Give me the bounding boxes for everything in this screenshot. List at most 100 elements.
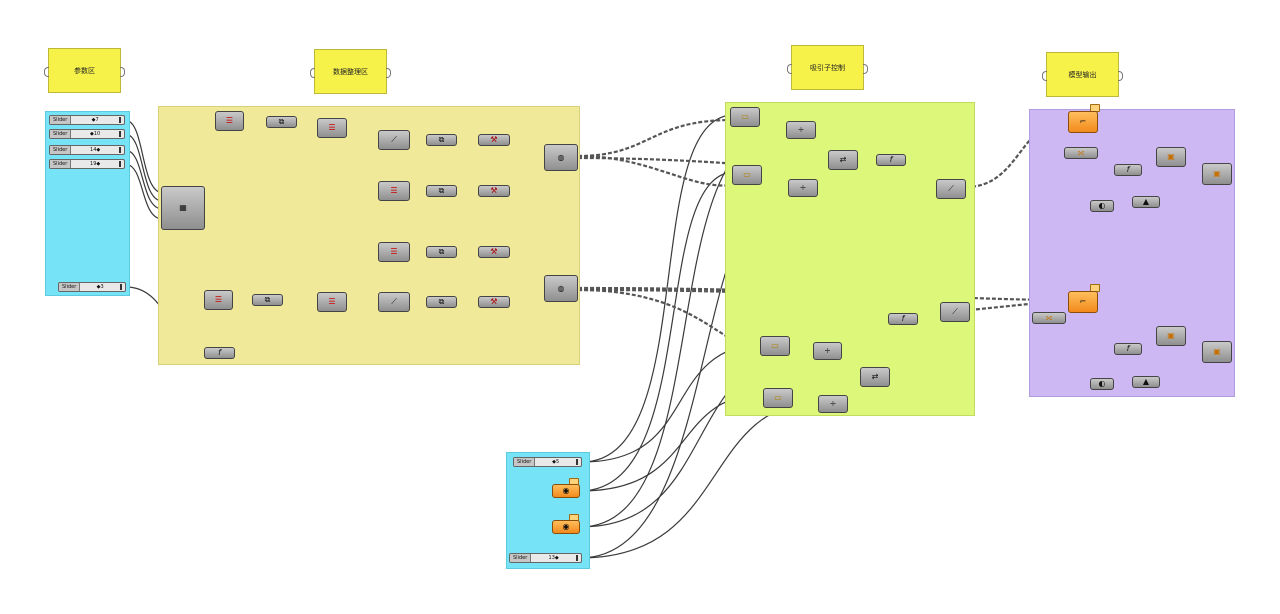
graft-icon: ⚒ <box>490 135 498 144</box>
line-component[interactable]: ⟋ <box>936 179 966 199</box>
params-title-note[interactable]: 参数区 <box>44 48 125 93</box>
wire <box>124 119 163 194</box>
remap-icon: ⇄ <box>839 155 847 164</box>
closest-point-component[interactable]: ▭ <box>760 336 790 356</box>
wire <box>124 149 163 210</box>
division-component[interactable]: ÷ <box>813 342 842 360</box>
vector-component[interactable]: ▲ <box>1132 376 1160 388</box>
remap-component[interactable]: ⇄ <box>860 367 890 387</box>
toggle-icon: ◐ <box>1098 201 1106 210</box>
flatten-component[interactable]: ⧉ <box>252 294 283 306</box>
list-item-component[interactable]: ☰ <box>378 242 410 262</box>
expression-component[interactable]: f <box>876 154 906 166</box>
slider-label: Slider <box>50 160 72 168</box>
line-component[interactable]: ⟋ <box>378 130 410 150</box>
slider[interactable]: Slider ◆10 <box>49 129 125 139</box>
slider-handle[interactable] <box>120 284 122 290</box>
division-component[interactable]: ÷ <box>818 395 848 413</box>
graft-component[interactable]: ⚒ <box>478 185 510 197</box>
point-component[interactable]: ◉ <box>552 520 580 534</box>
division-icon: ÷ <box>829 399 837 408</box>
line-icon: ⟋ <box>391 297 397 306</box>
attractor-title-note[interactable]: 吸引子控制 <box>787 45 868 90</box>
graft-component[interactable]: ⚒ <box>478 134 510 146</box>
extrude-component[interactable]: ▣ <box>1156 326 1186 346</box>
slider-value: 19◆ <box>90 161 101 167</box>
slider-handle[interactable] <box>119 147 121 153</box>
slider[interactable]: Slider ◆5 <box>513 457 582 467</box>
remap-component[interactable]: ⇄ <box>828 150 858 170</box>
list-item-component[interactable]: ☰ <box>317 118 347 138</box>
data-title-note[interactable]: 数据整理区 <box>310 49 391 94</box>
list-item-component[interactable]: ☰ <box>204 290 233 310</box>
wire <box>581 114 733 463</box>
expression-component[interactable]: f <box>1114 343 1142 355</box>
pipe-component[interactable]: ⌐ <box>1068 291 1098 313</box>
extrude-component[interactable]: ▣ <box>1202 163 1232 185</box>
list-item-component[interactable]: ☰ <box>317 292 347 312</box>
toggle-component[interactable]: ◐ <box>1090 378 1114 390</box>
list-item-component[interactable]: ☰ <box>215 111 244 131</box>
closest-point-component[interactable]: ▭ <box>763 388 793 408</box>
slider[interactable]: Slider ◆3 <box>58 282 126 292</box>
flatten-component[interactable]: ⧉ <box>266 116 297 128</box>
slider[interactable]: Slider 13◆ <box>509 553 582 563</box>
line-component[interactable]: ⟋ <box>378 292 410 312</box>
flatten-component[interactable]: ⧉ <box>426 134 457 146</box>
graft-icon: ⚒ <box>490 247 498 256</box>
line-icon: ⟋ <box>391 135 397 144</box>
flatten-component[interactable]: ⧉ <box>426 185 457 197</box>
model-title-note[interactable]: 模型输出 <box>1042 52 1123 97</box>
expression-component[interactable]: f <box>888 313 918 325</box>
param-component[interactable]: ⟗ <box>1064 147 1098 159</box>
attractor-params-group <box>506 452 590 569</box>
pipe-component[interactable]: ⌐ <box>1068 111 1098 133</box>
list-item-component[interactable]: ☰ <box>378 181 410 201</box>
parameter-icon: ⟗ <box>1045 313 1053 322</box>
list-icon: ☰ <box>390 247 398 256</box>
grid-component[interactable]: ▦ <box>161 186 205 230</box>
pipe-icon: ⌐ <box>1079 297 1087 306</box>
closest-point-component[interactable]: ▭ <box>730 107 760 127</box>
extrude-component[interactable]: ▣ <box>1202 341 1232 363</box>
flatten-component[interactable]: ⧉ <box>426 246 457 258</box>
closest-point-icon: ▭ <box>771 341 779 350</box>
slider-value: ◆3 <box>96 284 104 290</box>
param-component[interactable]: ⟗ <box>1032 312 1066 324</box>
slider[interactable]: Slider ◆7 <box>49 115 125 125</box>
slider-handle[interactable] <box>119 117 121 123</box>
graft-component[interactable]: ⚒ <box>478 246 510 258</box>
slider-value: ◆7 <box>91 117 99 123</box>
list-icon: ☰ <box>390 186 398 195</box>
expression-component[interactable]: f <box>204 347 235 359</box>
slider[interactable]: Slider 19◆ <box>49 159 125 169</box>
point-component[interactable]: ◉ <box>552 484 580 498</box>
slider-handle[interactable] <box>576 555 578 561</box>
toggle-component[interactable]: ◐ <box>1090 200 1114 212</box>
line-component[interactable]: ⟋ <box>940 302 970 322</box>
division-component[interactable]: ÷ <box>786 121 816 139</box>
flatten-icon: ⧉ <box>438 135 445 144</box>
closest-point-component[interactable]: ▭ <box>732 165 762 185</box>
division-icon: ÷ <box>797 125 805 134</box>
flatten-component[interactable]: ⧉ <box>426 296 457 308</box>
division-component[interactable]: ÷ <box>788 179 818 197</box>
weave-component[interactable]: ◍ <box>544 144 578 171</box>
line-icon: ⟋ <box>952 307 958 316</box>
point-icon: ◉ <box>562 522 570 531</box>
slider[interactable]: Slider 14◆ <box>49 145 125 155</box>
extrude-icon: ▣ <box>1167 152 1175 161</box>
slider-handle[interactable] <box>119 131 121 137</box>
function-icon: f <box>218 348 221 357</box>
expression-component[interactable]: f <box>1114 164 1142 176</box>
vector-component[interactable]: ▲ <box>1132 196 1160 208</box>
vector-icon: ▲ <box>1142 377 1150 386</box>
list-icon: ☰ <box>328 123 336 132</box>
graft-component[interactable]: ⚒ <box>478 296 510 308</box>
extrude-component[interactable]: ▣ <box>1156 147 1186 167</box>
weave-component[interactable]: ◍ <box>544 275 578 302</box>
slider-handle[interactable] <box>576 459 578 465</box>
slider-handle[interactable] <box>119 161 121 167</box>
extrude-icon: ▣ <box>1213 347 1221 356</box>
